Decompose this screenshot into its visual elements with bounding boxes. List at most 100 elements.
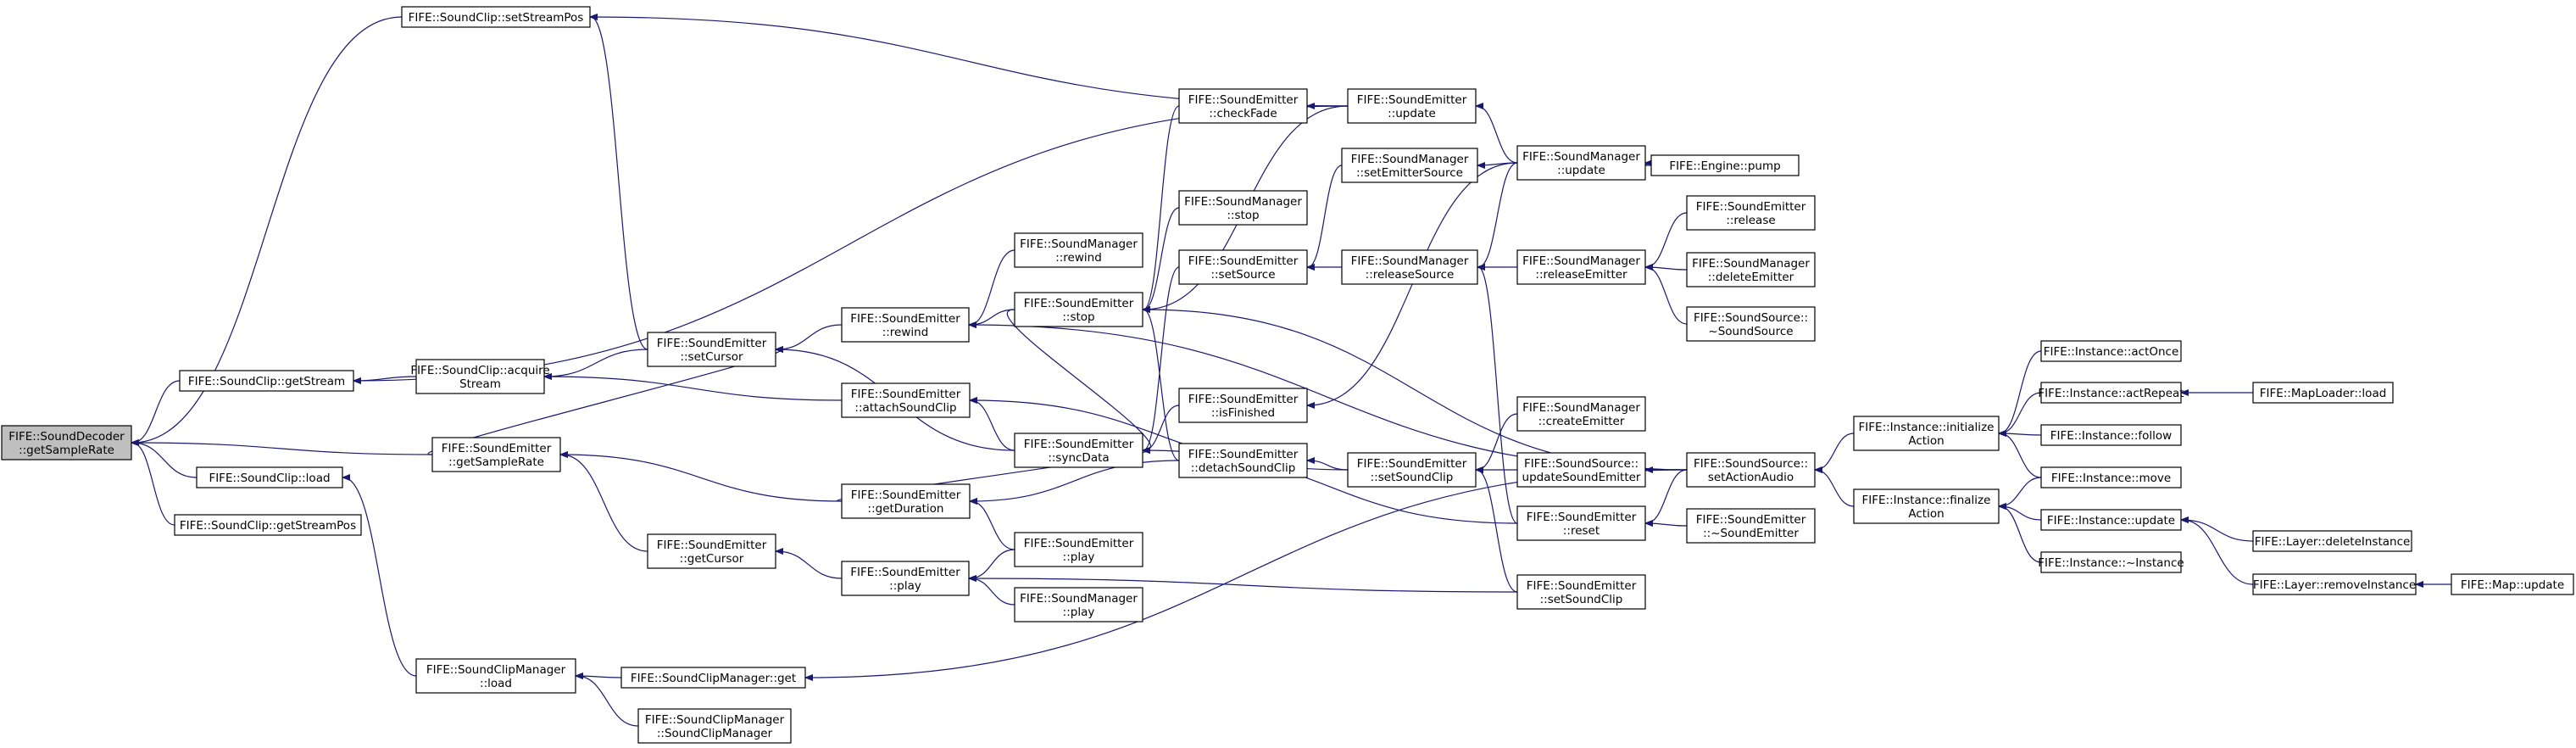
node-fife-soundemitter-syncdata[interactable]: FIFE::SoundEmitter::syncData (1014, 433, 1143, 468)
node-label-line: FIFE::Layer::removeInstance (2253, 578, 2416, 592)
node-label-line: FIFE::SoundEmitter (1024, 537, 1134, 550)
node-fife-soundemitter-getcursor[interactable]: FIFE::SoundEmitter::getCursor (647, 533, 776, 569)
node-fife-soundemitter-reset[interactable]: FIFE::SoundEmitter::reset (1516, 505, 1646, 541)
node-fife-soundmanager-setemittersource[interactable]: FIFE::SoundManager::setEmitterSource (1341, 148, 1478, 183)
node-fife-map-update[interactable]: FIFE::Map::update (2451, 573, 2574, 595)
node-fife-instance-update[interactable]: FIFE::Instance::update (2040, 509, 2182, 531)
node-box (2040, 551, 2182, 573)
node-label-line: FIFE::SoundEmitter (657, 337, 767, 350)
node-fife-soundemitter-getduration[interactable]: FIFE::SoundEmitter::getDuration (841, 483, 971, 519)
node-fife-soundemitter-play[interactable]: FIFE::SoundEmitter::play (841, 561, 970, 596)
node-box (1853, 416, 2000, 451)
node-fife-soundmanager-update[interactable]: FIFE::SoundManager::update (1516, 145, 1646, 181)
node-label-line: ::setSoundClip (1371, 471, 1454, 484)
node-fife-soundemitter-attachsoundclip[interactable]: FIFE::SoundEmitter::attachSoundClip (841, 382, 971, 418)
edge-n51-to-n48 (2182, 520, 2254, 542)
node-label-line: ::setSoundClip (1540, 593, 1623, 606)
node-label-line: FIFE::SoundEmitter (1024, 438, 1134, 451)
edge-n45-to-n42 (2000, 392, 2042, 433)
node-label-line: FIFE::Instance::~Instance (2038, 556, 2184, 570)
node-fife-engine-pump[interactable]: FIFE::Engine::pump (1650, 154, 1800, 176)
edge-n6-to-n0 (132, 443, 198, 478)
edge-n20-to-n16 (970, 578, 1015, 606)
node-fife-soundemitter-play[interactable]: FIFE::SoundEmitter::play (1014, 532, 1143, 567)
node-label-line: FIFE::SoundEmitter (851, 388, 961, 401)
node-fife-soundemitter-checkfade[interactable]: FIFE::SoundEmitter::checkFade (1178, 88, 1308, 124)
node-fife-soundmanager-stop[interactable]: FIFE::SoundManager::stop (1178, 190, 1308, 226)
node-fife-soundemitter-stop[interactable]: FIFE::SoundEmitter::stop (1014, 292, 1143, 327)
node-fife-soundmanager-releasesource[interactable]: FIFE::SoundManager::releaseSource (1341, 249, 1478, 285)
edge-n18-to-n14 (1006, 309, 1152, 450)
node-fife-soundemitter-getsamplerate[interactable]: FIFE::SoundEmitter::getSampleRate (431, 437, 561, 472)
node-label-line: ::getCursor (680, 552, 744, 566)
node-fife-soundemitter-setcursor[interactable]: FIFE::SoundEmitter::setCursor (647, 332, 776, 367)
node-fife-soundmanager-deleteemitter[interactable]: FIFE::SoundManager::deleteEmitter (1686, 252, 1816, 287)
node-box (196, 466, 343, 488)
edge-n13-to-n3 (545, 377, 843, 401)
node-fife-instance-move[interactable]: FIFE::Instance::move (2040, 466, 2182, 488)
edge-n8-to-n5 (561, 455, 648, 552)
edge-n5-to-n0 (132, 443, 433, 455)
node-fife-soundemitter-soundemitter[interactable]: FIFE::SoundEmitter::~SoundEmitter (1686, 508, 1816, 544)
node-box (1014, 292, 1143, 327)
node-box (841, 561, 970, 596)
node-fife-soundemitter-rewind[interactable]: FIFE::SoundEmitter::rewind (841, 307, 970, 343)
node-label-line: ~SoundSource (1708, 325, 1793, 338)
node-fife-soundemitter-isfinished[interactable]: FIFE::SoundEmitter::isFinished (1178, 388, 1308, 423)
node-fife-sounddecoder-getsamplerate[interactable]: FIFE::SoundDecoder::getSampleRate (1, 425, 132, 461)
node-box (1014, 232, 1143, 268)
edge-n35-to-n29 (1477, 470, 1518, 593)
node-label-line: FIFE::Instance::move (2051, 472, 2171, 485)
node-fife-maploader-load[interactable]: FIFE::MapLoader::load (2252, 382, 2394, 404)
edge-n42-to-n40 (1816, 433, 1855, 470)
node-label-line: ::setSource (1210, 268, 1275, 282)
node-fife-soundclip-setstreampos[interactable]: FIFE::SoundClip::setStreamPos (401, 6, 591, 28)
node-fife-soundclip-load[interactable]: FIFE::SoundClip::load (196, 466, 343, 488)
node-fife-soundclipmanager-soundclipmanager[interactable]: FIFE::SoundClipManager::SoundClipManager (637, 708, 792, 744)
node-fife-soundemitter-detachsoundclip[interactable]: FIFE::SoundEmitter::detachSoundClip (1178, 443, 1308, 478)
node-fife-instance-follow[interactable]: FIFE::Instance::follow (2040, 424, 2182, 446)
node-label-line: ::releaseSource (1366, 268, 1455, 282)
node-label-line: ::play (1063, 606, 1095, 619)
node-fife-layer-removeinstance[interactable]: FIFE::Layer::removeInstance (2252, 573, 2417, 595)
node-fife-soundclipmanager-get[interactable]: FIFE::SoundClipManager::get (620, 667, 806, 689)
node-label-line: FIFE::SoundManager (1020, 237, 1138, 251)
node-fife-soundmanager-createemitter[interactable]: FIFE::SoundManager::createEmitter (1516, 396, 1646, 432)
node-fife-soundemitter-update[interactable]: FIFE::SoundEmitter::update (1347, 88, 1477, 124)
node-fife-soundemitter-setsoundclip[interactable]: FIFE::SoundEmitter::setSoundClip (1516, 574, 1646, 610)
node-box (841, 307, 970, 343)
node-fife-soundclip-getstream[interactable]: FIFE::SoundClip::getStream (179, 370, 354, 392)
node-box (2040, 340, 2182, 362)
node-label-line: ::setEmitterSource (1356, 166, 1463, 180)
node-label-line: ::deleteEmitter (1708, 271, 1794, 284)
node-label-line: FIFE::Instance::update (2047, 514, 2175, 528)
node-fife-layer-deleteinstance[interactable]: FIFE::Layer::deleteInstance (2252, 530, 2412, 552)
node-fife-instance-actonce[interactable]: FIFE::Instance::actOnce (2040, 340, 2182, 362)
node-fife-soundclip-getstreampos[interactable]: FIFE::SoundClip::getStreamPos (174, 514, 362, 536)
node-fife-soundmanager-releaseemitter[interactable]: FIFE::SoundManager::releaseEmitter (1516, 249, 1646, 285)
edge-n47-to-n42 (2000, 433, 2042, 478)
node-fife-instance-instance[interactable]: FIFE::Instance::~Instance (2038, 551, 2184, 573)
node-label-line: FIFE::SoundManager (1522, 150, 1640, 164)
node-fife-soundmanager-rewind[interactable]: FIFE::SoundManager::rewind (1014, 232, 1143, 268)
node-fife-soundsource-setactionaudio[interactable]: FIFE::SoundSource::setActionAudio (1686, 452, 1816, 488)
node-fife-soundsource-updatesoundemitter[interactable]: FIFE::SoundSource::updateSoundEmitter (1516, 452, 1646, 488)
node-label-line: FIFE::SoundManager (1351, 153, 1469, 166)
node-label-line: ::syncData (1048, 451, 1109, 465)
node-box (174, 514, 362, 536)
node-fife-soundemitter-setsoundclip[interactable]: FIFE::SoundEmitter::setSoundClip (1347, 452, 1477, 488)
node-label-line: ::reset (1563, 524, 1600, 538)
node-label-line: ::rewind (882, 326, 929, 339)
edge-n47-to-n43 (2000, 477, 2042, 506)
node-fife-soundemitter-setsource[interactable]: FIFE::SoundEmitter::setSource (1178, 249, 1308, 285)
node-fife-instance-actrepeat[interactable]: FIFE::Instance::actRepeat (2038, 382, 2184, 404)
node-fife-soundclipmanager-load[interactable]: FIFE::SoundClipManager::load (415, 658, 576, 694)
node-label-line: FIFE::SoundClipManager (426, 663, 566, 677)
node-fife-soundsource-soundsource[interactable]: FIFE::SoundSource::~SoundSource (1686, 306, 1816, 342)
node-fife-soundemitter-release[interactable]: FIFE::SoundEmitter::release (1686, 195, 1816, 231)
node-label-line: FIFE::SoundEmitter (657, 539, 767, 552)
node-fife-soundmanager-play[interactable]: FIFE::SoundManager::play (1014, 587, 1143, 622)
